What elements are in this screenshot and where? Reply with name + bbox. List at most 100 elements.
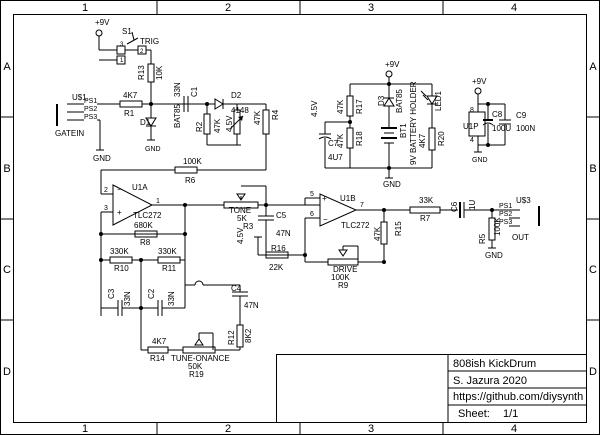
r12-value: 8K2 (244, 328, 253, 343)
r19-label: R19 (189, 370, 204, 379)
gnd-label-supply: GND (383, 180, 401, 189)
r6-label: R6 (185, 176, 196, 185)
c2-value: 33N (167, 291, 176, 306)
d1-value: BAT85 (173, 104, 182, 128)
u3-ps3: PS3 (499, 219, 512, 226)
u1a-pin-minus: − (117, 185, 122, 194)
u1-connector-label: U$1 (72, 93, 87, 102)
sw-pin-4: 1 (120, 58, 124, 64)
u1a-pin-1: 1 (156, 198, 160, 205)
r5-value: 100K (493, 217, 502, 236)
u1a-pin-3: 3 (104, 205, 108, 212)
column-label-2: 2 (225, 2, 231, 14)
row-label-a-right: A (589, 61, 597, 73)
sw-pin-3: 3 (120, 42, 124, 48)
r14-label: R14 (150, 354, 165, 363)
r12-label: R12 (227, 330, 236, 345)
v45-label-3: 4.5V (310, 100, 319, 117)
vcc-label-u1p: +9V (472, 77, 487, 86)
c8-label: C8 (492, 110, 503, 119)
r19-value: 50K (188, 362, 203, 371)
sheet-label: Sheet: (458, 408, 490, 420)
tone-label: TONE (229, 206, 251, 215)
c5-value: 47N (276, 229, 291, 238)
c5-label: C5 (276, 211, 287, 220)
c1-label: C1 (190, 86, 199, 97)
opamp-power-decoupling (468, 87, 511, 153)
r7-value: 33K (419, 196, 434, 205)
column-label-1-bottom: 1 (82, 423, 88, 435)
c9-value: 100N (516, 124, 535, 133)
resistor-r13 (147, 60, 155, 103)
tone-section (223, 185, 320, 259)
c9-label: C9 (516, 111, 527, 120)
vcc-label-bias: +9V (385, 60, 400, 69)
drive-label: DRIVE (333, 265, 357, 274)
r16-label: R16 (271, 244, 286, 253)
r9-label: R9 (338, 281, 349, 290)
u1b-label: U1B (340, 194, 356, 203)
u1b-pin-6: 6 (310, 211, 314, 218)
ps1-label: PS1 (84, 98, 97, 105)
row-label-c-right: C (589, 264, 597, 276)
d2-label: D2 (231, 91, 242, 100)
u1b-opamp (304, 193, 410, 266)
u1b-pin-7: 7 (360, 202, 364, 209)
r16-value: 22K (269, 263, 284, 272)
u1p-pin-8: 8 (470, 107, 474, 114)
r8-value: 680K (134, 221, 153, 230)
r10-label: R10 (114, 264, 129, 273)
sheet-value: 1/1 (503, 408, 518, 420)
column-label-3-bottom: 3 (368, 423, 374, 435)
gatein-label: GATEIN (55, 129, 84, 138)
r20-value: 4K7 (418, 133, 427, 148)
r17-value: 47K (336, 99, 345, 114)
r4-value: 47K (253, 110, 262, 125)
c6-label: C6 (450, 201, 459, 212)
output-section (409, 202, 540, 249)
c1-d2-network (183, 96, 270, 160)
column-label-2-bottom: 2 (225, 423, 231, 435)
c4-value: 47N (244, 301, 259, 310)
out-label: OUT (512, 233, 529, 242)
r20-label: R20 (437, 131, 446, 146)
gate-input-wiring (96, 100, 190, 151)
r11-value: 330K (158, 247, 177, 256)
c4-label: C4 (231, 284, 242, 293)
u1a-pin-plus: + (117, 208, 122, 217)
ps2-label: PS2 (84, 106, 97, 113)
d3-value: BAT85 (395, 89, 404, 113)
u1p-pin-4: 4 (470, 137, 474, 144)
column-label-4: 4 (511, 2, 517, 14)
title-text: 808ish KickDrum (453, 358, 536, 370)
row-label-c: C (3, 264, 11, 276)
c7-value: 4U7 (328, 153, 343, 162)
tone-value: 5K (237, 214, 247, 223)
gnd-label-1: GND (93, 154, 111, 163)
c1-value: 33N (173, 82, 182, 97)
r6-value: 100K (183, 157, 202, 166)
r1-label: R1 (124, 109, 135, 118)
d3-label: D3 (377, 95, 386, 106)
r4-label: R4 (271, 109, 280, 120)
tune-onance-label: TUNE-ONANCE (171, 354, 230, 363)
r5-label: R5 (478, 233, 487, 244)
c3-label: C3 (107, 288, 116, 299)
r7-label: R7 (420, 214, 431, 223)
s1-label: S1 (122, 27, 132, 36)
r18-value: 47K (336, 133, 345, 148)
u1p-label: U1P (463, 122, 479, 131)
column-label-1: 1 (82, 2, 88, 14)
r13-label: R13 (137, 65, 146, 80)
r15-label: R15 (394, 221, 403, 236)
u1a-label: U1A (132, 183, 148, 192)
sw-pin-2: 2 (140, 49, 144, 55)
bt1-value: 9V BATTERY HOLDER (409, 81, 418, 165)
gnd-label-out: GND (485, 251, 503, 260)
tuning-network (101, 260, 248, 354)
v45-label-1: 4.5V (225, 115, 234, 132)
drive-value: 100K (331, 273, 350, 282)
ps3-label: PS3 (84, 114, 97, 121)
trigger-switch (95, 29, 152, 65)
